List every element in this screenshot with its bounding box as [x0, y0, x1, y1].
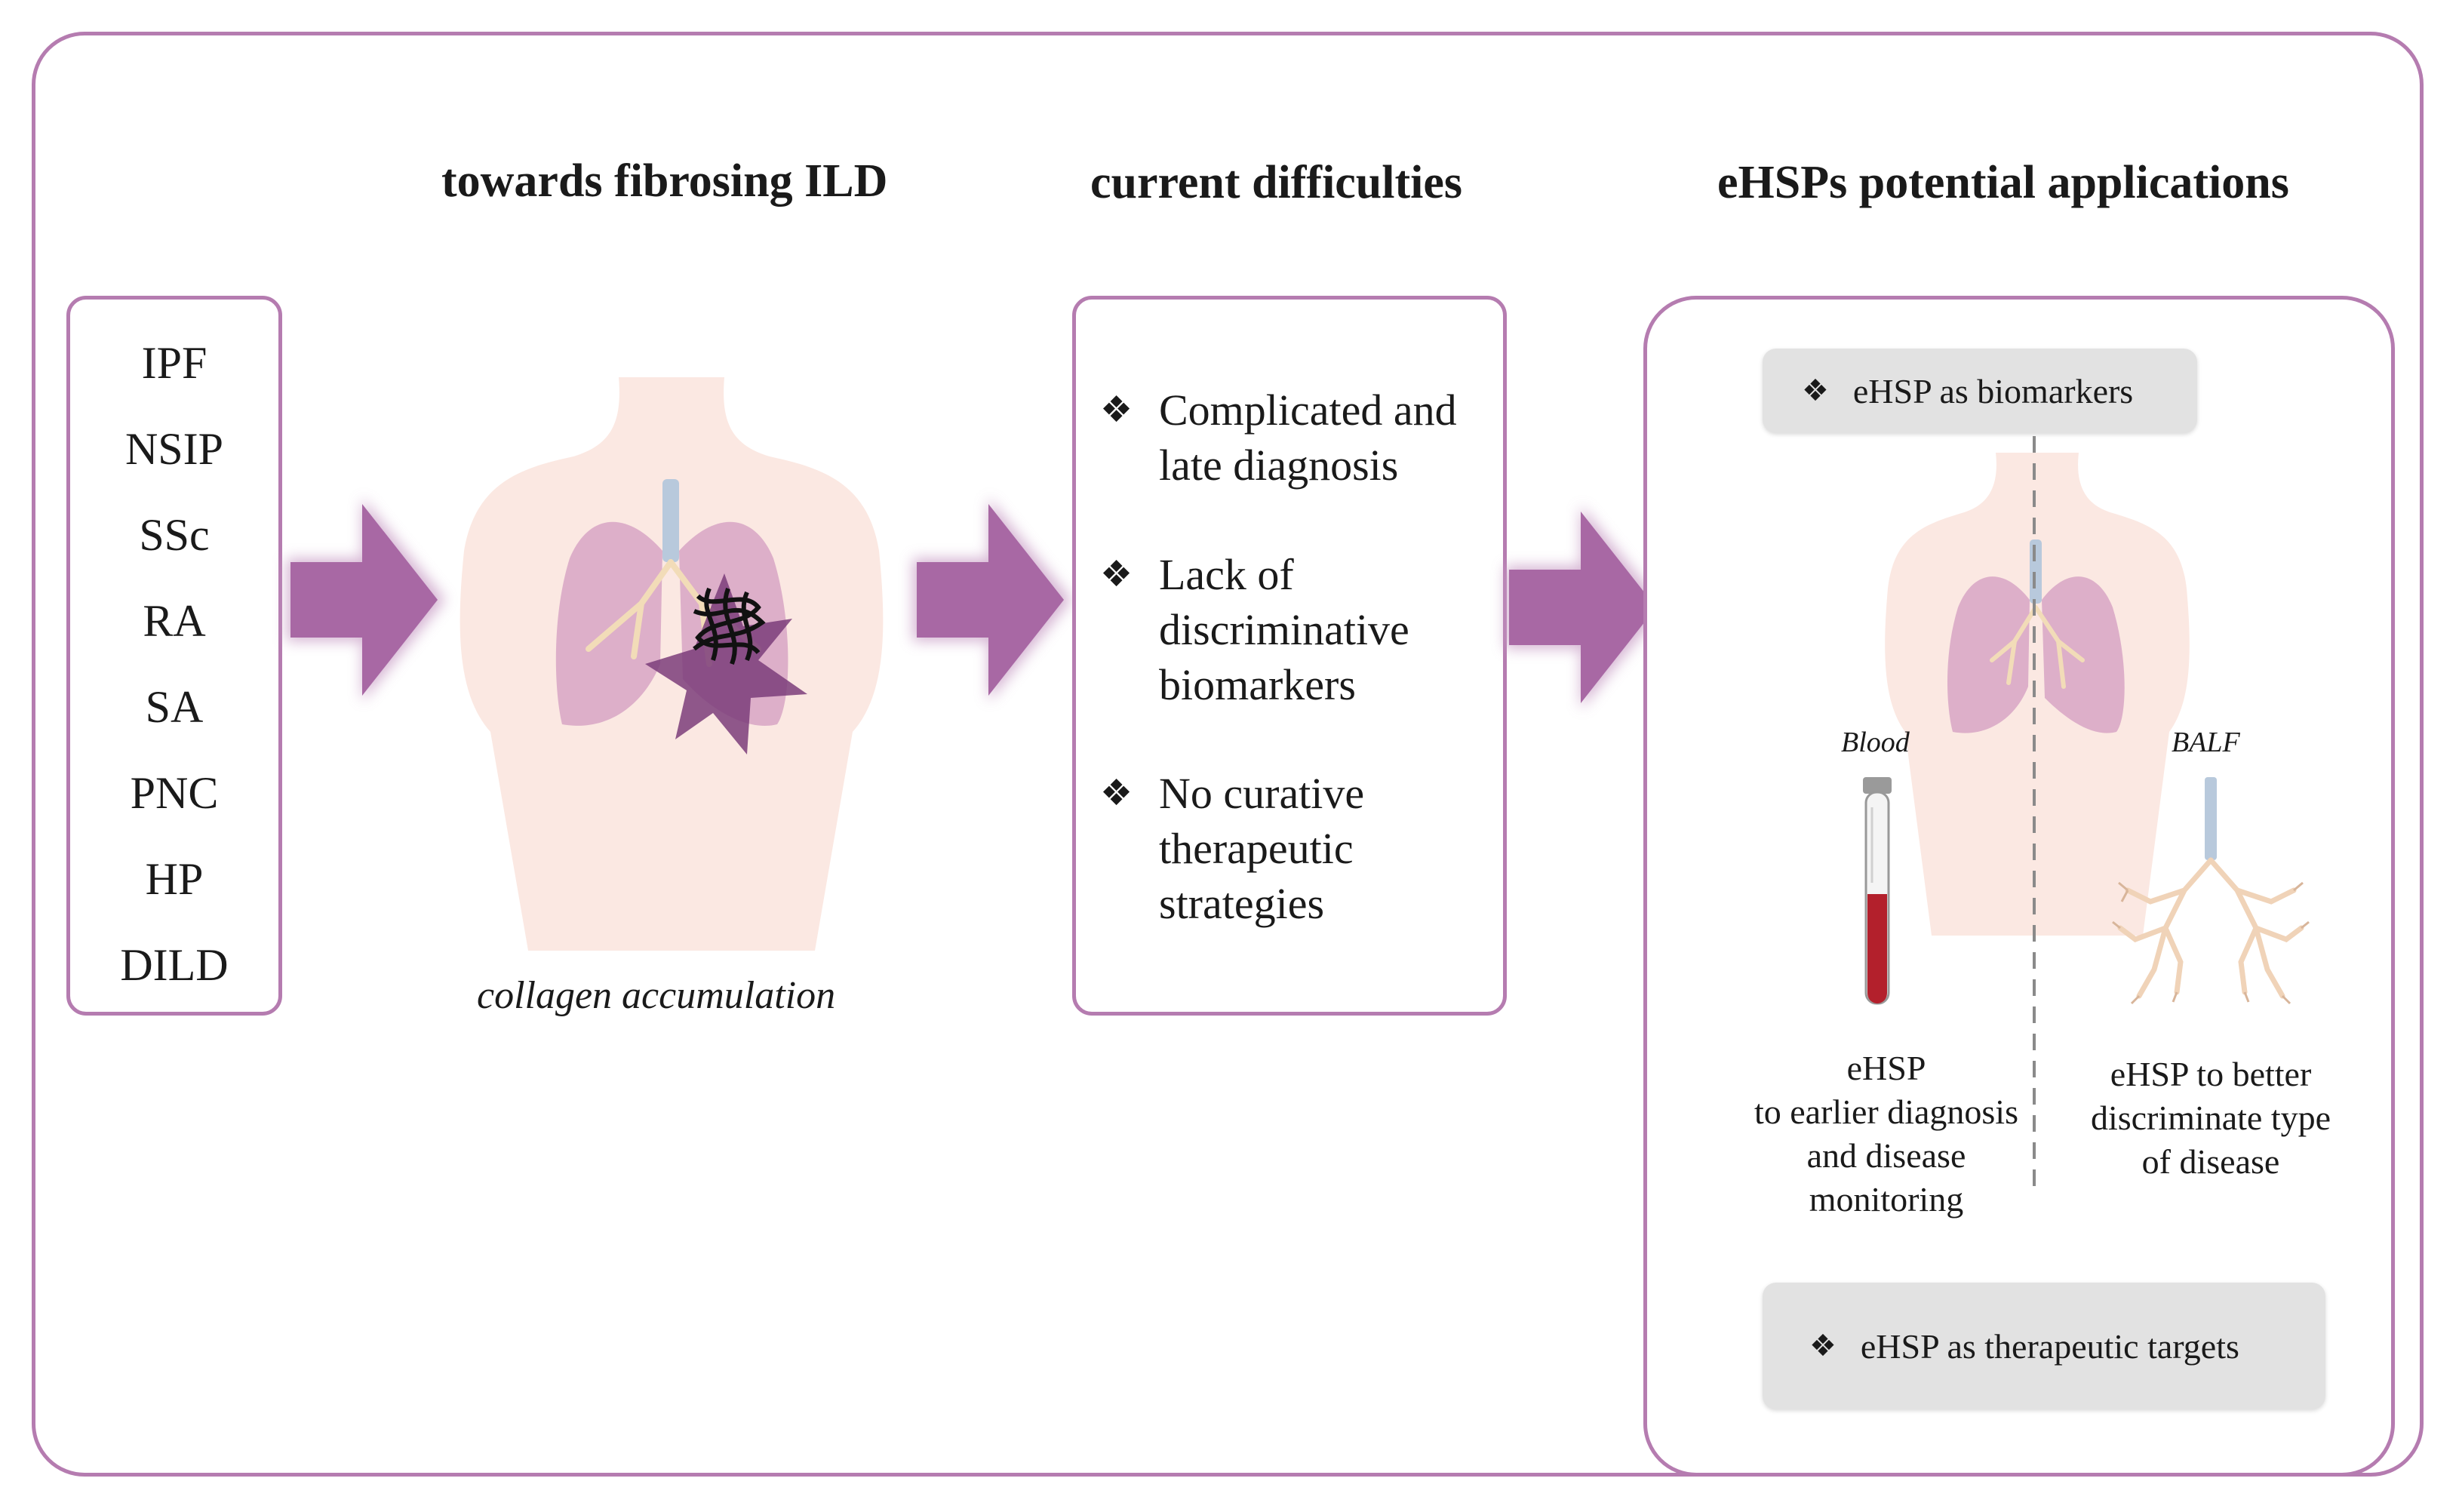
difficulty-text: Complicated and late diagnosis	[1159, 386, 1457, 490]
difficulty-text: No curative therapeutic strategies	[1159, 769, 1365, 928]
difficulty-text: Lack of discriminative biomarkers	[1159, 550, 1409, 709]
blood-caption: eHSP to earlier diagnosis and disease mo…	[1754, 1049, 2018, 1219]
diamond-bullet-icon: ❖	[1802, 373, 1829, 408]
biomarkers-pill-label: eHSP as biomarkers	[1852, 371, 2134, 410]
ild-type: HP	[145, 854, 204, 904]
collagen-caption: collagen accumulation	[477, 974, 836, 1017]
arrow-right-icon	[1505, 506, 1664, 709]
arrow-right-icon	[913, 498, 1071, 702]
ild-type: SA	[145, 682, 204, 732]
outer-frame	[32, 32, 2424, 1477]
diamond-bullet-icon: ❖	[1100, 389, 1133, 431]
ild-type: IPF	[141, 338, 207, 388]
ild-type: RA	[143, 596, 206, 646]
airway-tree-icon	[2112, 777, 2310, 1005]
fibrotic-lungs-illustration	[460, 377, 884, 951]
ild-types-box: IPF NSIP SSc RA SA PNC HP DILD	[66, 296, 282, 1016]
ild-type: PNC	[130, 768, 219, 818]
blood-tube-icon	[1863, 777, 1892, 1005]
dashed-divider	[2033, 436, 2036, 1191]
arrow-right-icon	[287, 498, 445, 702]
diamond-bullet-icon: ❖	[1100, 772, 1133, 814]
balf-caption: eHSP to better discriminate type of dise…	[2090, 1055, 2331, 1181]
therapeutic-targets-pill: ❖ eHSP as therapeutic targets	[1763, 1283, 2325, 1409]
balf-label: BALF	[2172, 727, 2240, 758]
heading-fibrosing-ild: towards fibrosing ILD	[441, 155, 888, 207]
ild-type: NSIP	[124, 424, 224, 474]
ild-type: DILD	[120, 940, 229, 990]
diamond-bullet-icon: ❖	[1809, 1329, 1837, 1363]
therapeutic-pill-label: eHSP as therapeutic targets	[1860, 1326, 2239, 1366]
lungs-torso-illustration	[1885, 453, 2190, 936]
heading-ehsps-applications: eHSPs potential applications	[1717, 157, 2289, 208]
ild-type: SSc	[139, 510, 210, 560]
difficulties-box: ❖ Complicated and late diagnosis ❖ Lack …	[1072, 296, 1507, 1016]
heading-current-difficulties: current difficulties	[1090, 157, 1463, 208]
blood-label: Blood	[1841, 727, 1910, 758]
diamond-bullet-icon: ❖	[1100, 553, 1133, 595]
biomarkers-pill: ❖ eHSP as biomarkers	[1763, 349, 2197, 433]
